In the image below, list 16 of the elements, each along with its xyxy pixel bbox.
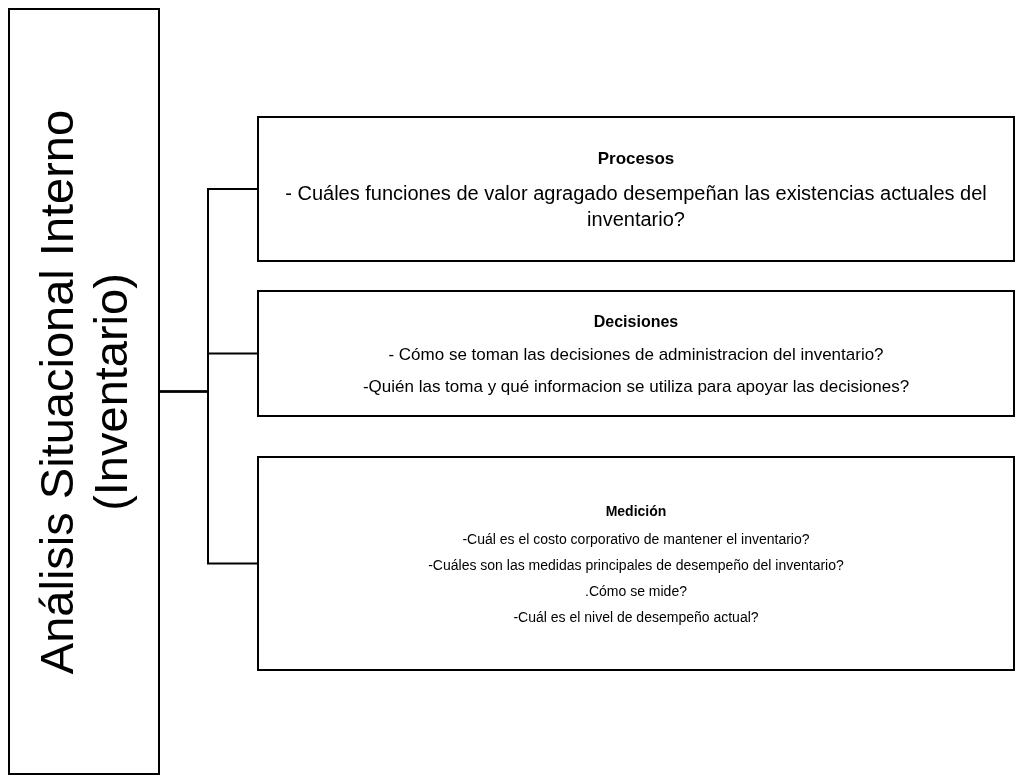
title-box <box>8 8 160 775</box>
question-text: - Cómo se toman las decisiones de administracion del inventario? <box>388 343 884 366</box>
question-text: - Cuáles funciones de valor agragado desempeñan las existencias actuales del inventario? <box>284 180 988 232</box>
question-text: .Cómo se mide? <box>585 582 687 600</box>
question-text: -Cuál es el costo corporativo de mantener el inventario? <box>462 530 810 548</box>
question-box <box>257 116 1015 262</box>
question-box <box>257 290 1015 417</box>
question-text: -Quién las toma y qué informacion se utiliza para apoyar las decisiones? <box>362 375 910 398</box>
connector-line <box>159 390 258 565</box>
box-heading: Procesos <box>597 148 675 171</box>
question-text: -Cuáles son las medidas principales de desempeño del inventario? <box>428 556 844 574</box>
question-text: -Cuál es el nivel de desempeño actual? <box>513 608 759 626</box>
box-heading: Decisiones <box>593 311 679 332</box>
question-box <box>257 456 1015 671</box>
vertical-title: Análisis Situacional Interno (Inventario) <box>30 108 138 676</box>
box-heading: Medición <box>605 502 667 521</box>
